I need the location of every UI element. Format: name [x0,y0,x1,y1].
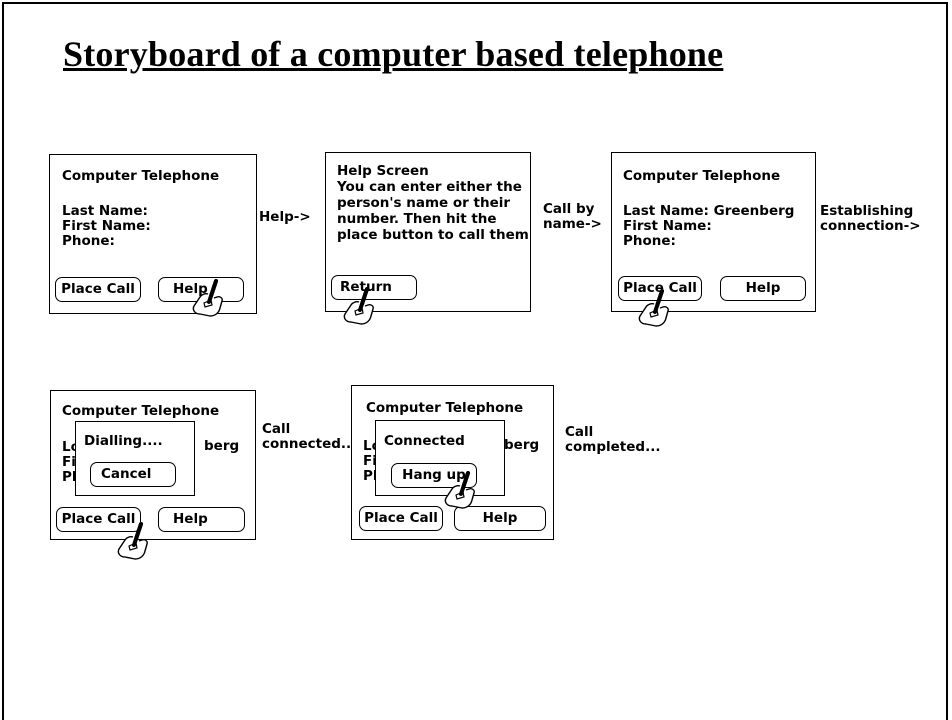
page-title: Storyboard of a computer based telephone [63,34,724,74]
place-call-button[interactable]: Place Call [56,507,141,532]
phone-label: Phone: [62,233,115,249]
partial-label: Fi [62,454,76,470]
dialog-message: Dialling.... [84,433,163,449]
help-button[interactable]: Help [158,507,245,532]
last-name-field: Last Name: Greenberg [623,203,795,219]
pointing-hand-icon [116,522,150,561]
help-line: number. Then hit the [337,211,497,227]
first-name-label: First Name: [62,218,151,234]
help-line: Help Screen [337,163,429,179]
transition-call-by-name-1: Call by [543,201,595,217]
phone-label: Phone: [623,233,676,249]
last-name-label: Last Name: [62,203,148,219]
screen-dialling: Computer Telephone Lo Fi Pl berg Diallin… [50,390,256,540]
partial-label: Pl [363,468,378,484]
app-title: Computer Telephone [62,168,220,184]
app-title: Computer Telephone [366,400,524,416]
partial-label: Fi [363,453,377,469]
app-title: Computer Telephone [623,168,781,184]
screen-help: Help Screen You can enter either the per… [325,152,531,312]
partial-label: Pl [62,469,77,485]
help-line: person's name or their [337,195,511,211]
transition-call-completed-1: Call [565,424,594,440]
transition-call-connected-2: connected... [262,436,357,452]
transition-help: Help-> [259,209,311,225]
app-title: Computer Telephone [62,403,220,419]
screen-connected: Computer Telephone Lo Fi Pl berg Connect… [351,385,554,540]
place-call-button[interactable]: Place Call [55,277,141,302]
transition-call-connected-1: Call [262,421,291,437]
help-button[interactable]: Help [454,506,546,531]
screen-filled: Computer Telephone Last Name: Greenberg … [611,152,816,312]
cancel-button[interactable]: Cancel [90,462,176,487]
help-line: You can enter either the [337,179,522,195]
dialling-dialog: Dialling.... Cancel [75,421,195,496]
pointing-hand-icon [637,289,671,328]
pointing-hand-icon [191,279,225,318]
dialog-message: Connected [384,433,465,449]
return-button[interactable]: Return [331,275,417,300]
transition-call-by-name-2: name-> [543,216,602,232]
pointing-hand-icon [443,471,477,510]
place-call-button[interactable]: Place Call [359,506,443,531]
transition-establishing-2: connection-> [820,218,921,234]
help-button[interactable]: Help [720,276,806,301]
screen-main: Computer Telephone Last Name: First Name… [49,154,257,314]
transition-call-completed-2: completed... [565,439,661,455]
help-line: place button to call them [337,227,529,243]
partial-label: berg [204,438,240,454]
first-name-label: First Name: [623,218,712,234]
transition-establishing-1: Establishing [820,203,914,219]
pointing-hand-icon [342,287,376,326]
partial-label: berg [504,437,540,453]
connected-dialog: Connected Hang up [375,420,505,496]
